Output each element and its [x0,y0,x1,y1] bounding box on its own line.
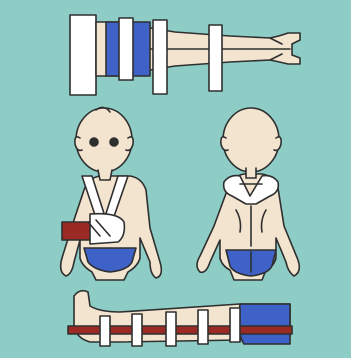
back-neck [246,168,256,178]
head [76,108,132,172]
splint-board-end [70,15,96,95]
leg-strap-4 [198,310,208,344]
leg-strap-3 [166,312,176,346]
strap-1 [119,18,133,80]
sling-pouch [90,214,124,244]
neck [98,170,112,180]
back-head [223,108,279,172]
strap-2 [153,20,167,94]
leg-strap-1 [100,316,110,346]
side-underwear [239,304,290,344]
right-eye [110,138,118,146]
left-eye [90,138,98,146]
leg-strap-2 [132,314,142,346]
leg-strap-5 [230,308,240,342]
strap-3 [209,25,222,91]
